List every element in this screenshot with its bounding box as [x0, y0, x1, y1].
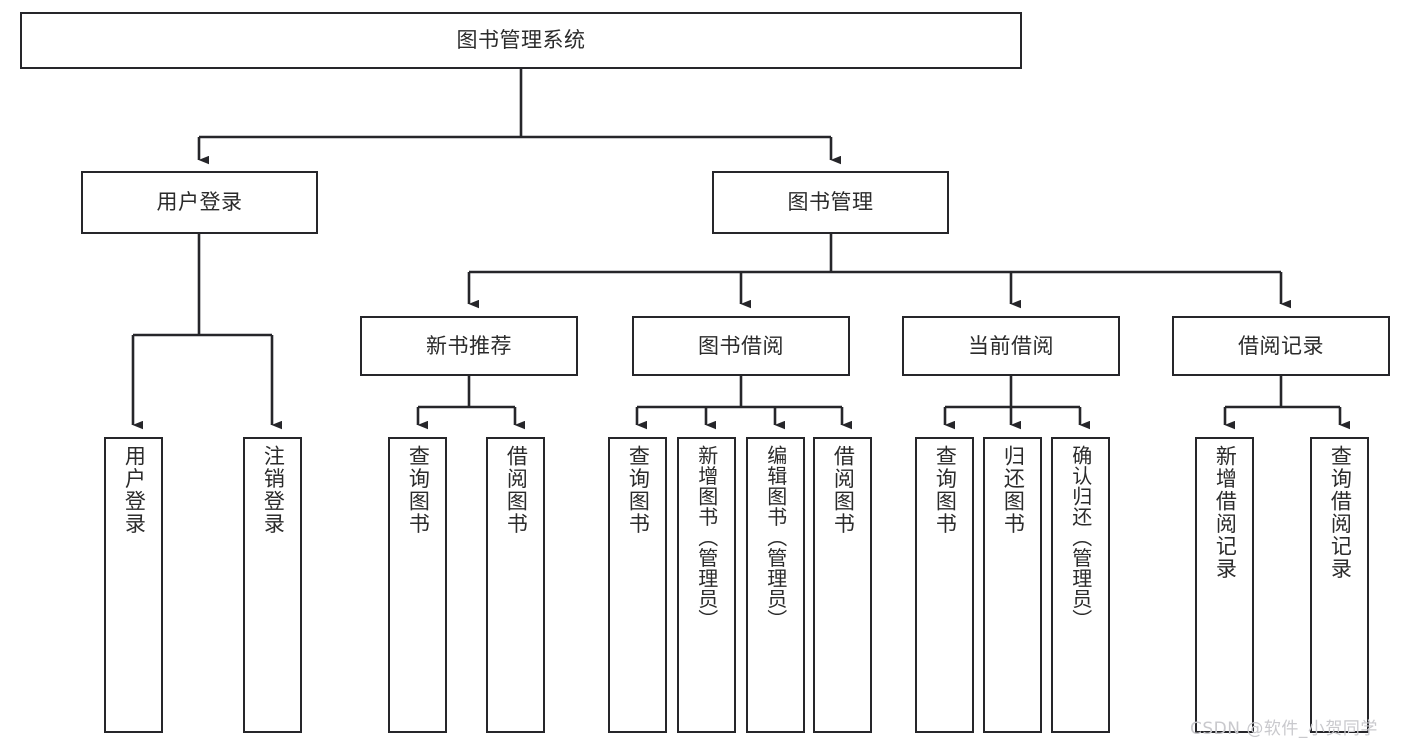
- node-user-login[interactable]: 用户登录: [81, 171, 318, 234]
- node-book-borrow[interactable]: 图书借阅: [632, 316, 850, 376]
- node-borrow-record-label: 借阅记录: [1238, 333, 1324, 358]
- node-root-system[interactable]: 图书管理系统: [20, 12, 1022, 69]
- node-leaf-borrow-borrow-book-label: 借阅图书: [831, 445, 856, 535]
- node-leaf-current-confirm-return-label: 确认归还（管理员）: [1068, 445, 1093, 630]
- node-leaf-record-query-record[interactable]: 查询借阅记录: [1310, 437, 1369, 733]
- node-leaf-recommend-borrow-book[interactable]: 借阅图书: [486, 437, 545, 733]
- node-new-book-recommend[interactable]: 新书推荐: [360, 316, 578, 376]
- node-current-borrow-label: 当前借阅: [968, 333, 1054, 358]
- node-leaf-current-query-book-label: 查询图书: [933, 445, 958, 535]
- node-leaf-recommend-borrow-book-label: 借阅图书: [504, 445, 529, 535]
- node-leaf-user-login-logout[interactable]: 注销登录: [243, 437, 302, 733]
- node-book-management-label: 图书管理: [787, 190, 874, 215]
- node-new-book-recommend-label: 新书推荐: [426, 333, 512, 358]
- node-leaf-recommend-query-book[interactable]: 查询图书: [388, 437, 447, 733]
- node-leaf-borrow-add-book[interactable]: 新增图书（管理员）: [677, 437, 736, 733]
- node-leaf-borrow-add-book-label: 新增图书（管理员）: [694, 445, 719, 630]
- node-leaf-borrow-query-book[interactable]: 查询图书: [608, 437, 667, 733]
- node-leaf-user-login-logout-label: 注销登录: [261, 445, 286, 535]
- node-leaf-current-return-book[interactable]: 归还图书: [983, 437, 1042, 733]
- node-leaf-borrow-query-book-label: 查询图书: [626, 445, 651, 535]
- node-leaf-current-return-book-label: 归还图书: [1001, 445, 1026, 535]
- node-leaf-borrow-borrow-book[interactable]: 借阅图书: [813, 437, 872, 733]
- node-leaf-record-add-record[interactable]: 新增借阅记录: [1195, 437, 1254, 733]
- node-leaf-recommend-query-book-label: 查询图书: [406, 445, 431, 535]
- node-borrow-record[interactable]: 借阅记录: [1172, 316, 1390, 376]
- node-current-borrow[interactable]: 当前借阅: [902, 316, 1120, 376]
- csdn-watermark: CSDN @软件_小贺同学: [1190, 719, 1378, 739]
- node-leaf-user-login-login[interactable]: 用户登录: [104, 437, 163, 733]
- node-book-management[interactable]: 图书管理: [712, 171, 949, 234]
- node-root-system-label: 图书管理系统: [456, 28, 586, 53]
- node-leaf-borrow-edit-book-label: 编辑图书（管理员）: [763, 445, 788, 630]
- node-leaf-record-query-record-label: 查询借阅记录: [1328, 445, 1353, 580]
- node-leaf-borrow-edit-book[interactable]: 编辑图书（管理员）: [746, 437, 805, 733]
- node-book-borrow-label: 图书借阅: [698, 333, 784, 358]
- node-leaf-current-query-book[interactable]: 查询图书: [915, 437, 974, 733]
- node-leaf-user-login-login-label: 用户登录: [122, 445, 147, 535]
- node-user-login-label: 用户登录: [156, 190, 243, 215]
- node-leaf-current-confirm-return[interactable]: 确认归还（管理员）: [1051, 437, 1110, 733]
- node-leaf-record-add-record-label: 新增借阅记录: [1213, 445, 1238, 580]
